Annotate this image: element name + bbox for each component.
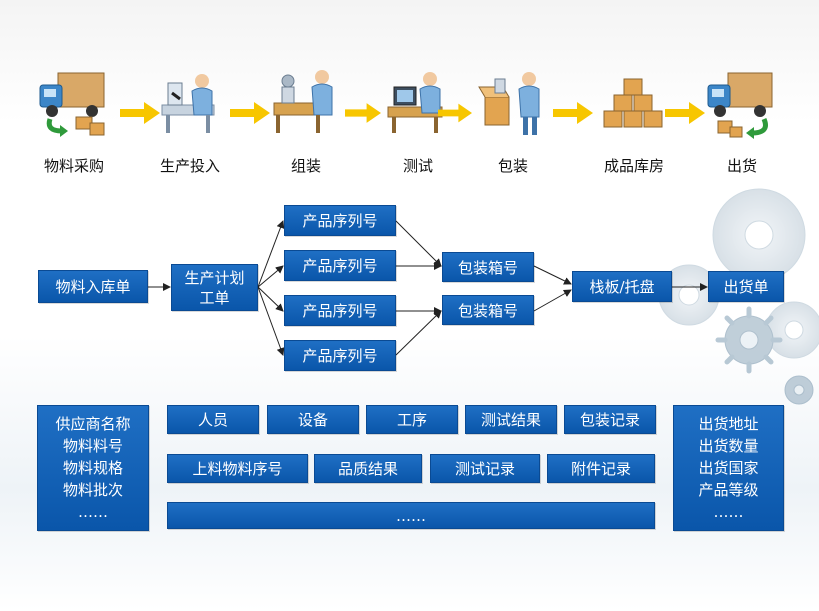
personnel-box: 人员 xyxy=(167,405,259,434)
test-result-box: 测试结果 xyxy=(465,405,557,434)
stage-label: 包装 xyxy=(497,157,528,175)
info-item: 出货数量 xyxy=(698,437,759,455)
arrow-right-icon xyxy=(665,102,705,124)
stage-label: 物料采购 xyxy=(43,157,104,175)
stage-label: 生产投入 xyxy=(159,157,220,175)
stage-assembly: 组装 xyxy=(261,63,351,176)
production-plan-line: 生产计划 xyxy=(184,268,245,287)
delivery-truck-icon xyxy=(39,72,105,137)
microscope-worker-icon xyxy=(161,74,215,133)
info-item: 物料料号 xyxy=(62,437,123,455)
quality-result-box: 品质结果 xyxy=(314,454,422,483)
info-item: 供应商名称 xyxy=(55,415,131,433)
test-record-box: 测试记录 xyxy=(430,454,540,483)
arrow-right-icon xyxy=(345,103,381,123)
serial-number-box: 产品序列号 xyxy=(284,340,396,371)
assembly-worker-icon xyxy=(273,70,333,133)
stage-label: 出货 xyxy=(726,157,757,175)
info-item: 物料规格 xyxy=(62,459,123,477)
arrow-right-icon xyxy=(230,102,270,124)
pallet-box: 栈板/托盘 xyxy=(572,271,672,302)
more-records-box: …… xyxy=(167,502,655,529)
stage-testing: 测试 xyxy=(373,63,463,176)
serial-number-box: 产品序列号 xyxy=(284,250,396,281)
stacked-boxes-icon xyxy=(603,78,663,128)
material-receipt-box: 物料入库单 xyxy=(38,270,148,303)
stage-shipment: 出货 xyxy=(697,63,787,176)
stage-production-input: 生产投入 xyxy=(145,63,235,176)
carton-number-box: 包装箱号 xyxy=(442,295,534,325)
info-item: 出货国家 xyxy=(698,459,759,477)
info-item: 产品等级 xyxy=(698,481,759,499)
packaging-worker-icon xyxy=(478,72,540,135)
arrow-right-icon xyxy=(120,102,160,124)
info-item: 出货地址 xyxy=(698,415,759,433)
attachment-record-box: 附件记录 xyxy=(547,454,655,483)
carton-number-box: 包装箱号 xyxy=(442,252,534,282)
serial-number-box: 产品序列号 xyxy=(284,295,396,326)
stage-material-purchase: 物料采购 xyxy=(29,63,119,176)
stage-label: 成品库房 xyxy=(603,157,664,175)
production-work-order-box: 生产计划 工单 xyxy=(171,264,258,311)
info-item: 物料批次 xyxy=(62,481,123,499)
gears-decoration xyxy=(658,188,819,405)
shipment-info-block: 出货地址 出货数量 出货国家 产品等级 …… xyxy=(673,405,784,531)
equipment-box: 设备 xyxy=(267,405,359,434)
stage-packaging: 包装 xyxy=(468,63,558,176)
work-order-line: 工单 xyxy=(199,288,230,307)
testing-worker-icon xyxy=(387,72,443,133)
arrow-right-icon xyxy=(553,102,593,124)
supplier-info-block: 供应商名称 物料料号 物料规格 物料批次 …… xyxy=(37,405,149,531)
arrow-right-icon xyxy=(438,103,472,123)
stage-finished-goods-warehouse: 成品库房 xyxy=(584,63,684,176)
serial-number-box: 产品序列号 xyxy=(284,205,396,236)
stage-label: 测试 xyxy=(402,157,433,175)
process-box: 工序 xyxy=(366,405,458,434)
packing-record-box: 包装记录 xyxy=(564,405,656,434)
info-item: …… xyxy=(78,503,108,521)
shipment-order-box: 出货单 xyxy=(708,271,784,302)
delivery-truck-icon xyxy=(707,72,773,139)
stage-label: 组装 xyxy=(290,157,321,175)
feed-material-serial-box: 上料物料序号 xyxy=(167,454,308,483)
info-item: …… xyxy=(713,503,744,521)
